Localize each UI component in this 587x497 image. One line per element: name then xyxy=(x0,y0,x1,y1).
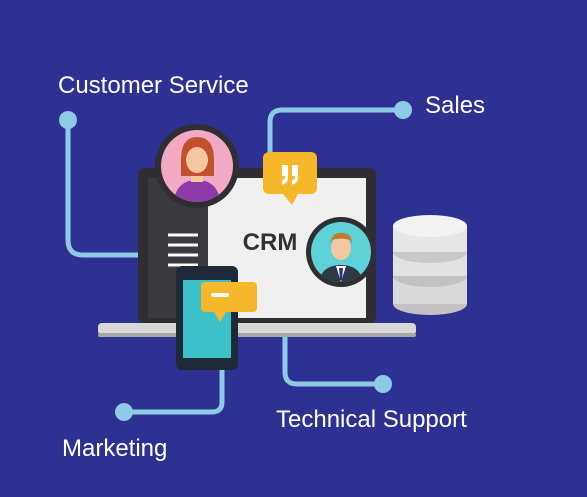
connector-customer-service xyxy=(65,117,143,258)
menu-lines-icon xyxy=(168,233,198,267)
node-customer-service xyxy=(59,111,77,129)
chat-bubble-icon xyxy=(263,152,317,205)
sales-label: Sales xyxy=(425,92,486,119)
technical-support-label: Technical Support xyxy=(276,406,467,433)
screen-title: CRM xyxy=(243,229,298,256)
connector-nodes xyxy=(59,101,412,421)
connector-technical-support xyxy=(282,327,385,387)
node-technical-support xyxy=(374,375,392,393)
connector-marketing xyxy=(122,367,225,415)
customer-service-label: Customer Service xyxy=(58,72,249,99)
connector-sales xyxy=(267,107,405,163)
node-marketing xyxy=(115,403,133,421)
database-icon xyxy=(393,215,467,315)
female-avatar-icon xyxy=(155,124,239,208)
marketing-label: Marketing xyxy=(62,435,168,462)
node-sales xyxy=(394,101,412,119)
message-bubble-icon xyxy=(201,282,257,322)
smartphone-icon xyxy=(176,266,238,370)
male-avatar-icon xyxy=(306,217,376,287)
connector-lines xyxy=(65,107,405,415)
